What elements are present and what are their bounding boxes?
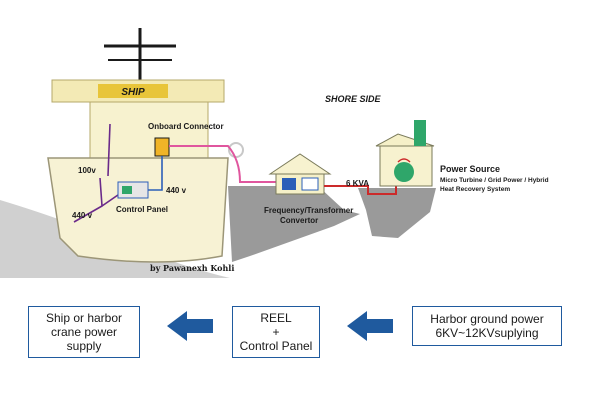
flow-box-reel-control-panel: REEL + Control Panel xyxy=(232,306,320,358)
voltage-100v-label: 100v xyxy=(78,166,96,175)
cable-pink xyxy=(169,145,280,183)
arrow-left-1-icon xyxy=(167,311,213,341)
frequency-converter-label-1: Frequency/Transformer xyxy=(264,206,353,215)
power-source-sub2: Heat Recovery System xyxy=(440,186,510,193)
credit-text: by Pawanexh Kohli xyxy=(150,263,234,273)
cable-red xyxy=(324,178,397,195)
flow-box-ship-supply: Ship or harbor crane power supply xyxy=(28,306,140,358)
ship-superstructure xyxy=(89,101,209,163)
ship-label: SHIP xyxy=(121,87,145,98)
shore-quay-right xyxy=(358,188,436,238)
kva-label: 6 KVA xyxy=(346,179,369,188)
frequency-converter-house xyxy=(268,153,332,195)
voltage-440v-left-label: 440 v xyxy=(72,211,93,220)
ship-hull xyxy=(47,157,229,263)
ship-name-plate xyxy=(98,84,168,98)
onboard-connector xyxy=(154,137,170,157)
power-source-building xyxy=(375,120,435,187)
wiring-100v xyxy=(107,123,111,177)
onboard-connector-label: Onboard Connector xyxy=(148,122,224,131)
arrow-left-2-icon xyxy=(347,311,393,341)
shore-power-diagram: SHIP SHORE SIDE Onboard Connector 100v 4… xyxy=(0,28,549,278)
power-source-label: Power Source xyxy=(440,164,500,174)
shore-quay xyxy=(228,186,360,262)
cable-blue-ship xyxy=(148,156,163,191)
flow-box-harbor-ground-power: Harbor ground power 6KV~12KVsuplying xyxy=(412,306,562,346)
voltage-440v-right-label: 440 v xyxy=(166,186,187,195)
ship-mast xyxy=(104,28,176,80)
power-source-sub1: Micro Turbine / Grid Power / Hybrid xyxy=(440,177,549,184)
shore-side-label: SHORE SIDE xyxy=(325,94,382,104)
control-panel-label: Control Panel xyxy=(116,205,168,214)
frequency-converter-label-2: Convertor xyxy=(280,216,318,225)
